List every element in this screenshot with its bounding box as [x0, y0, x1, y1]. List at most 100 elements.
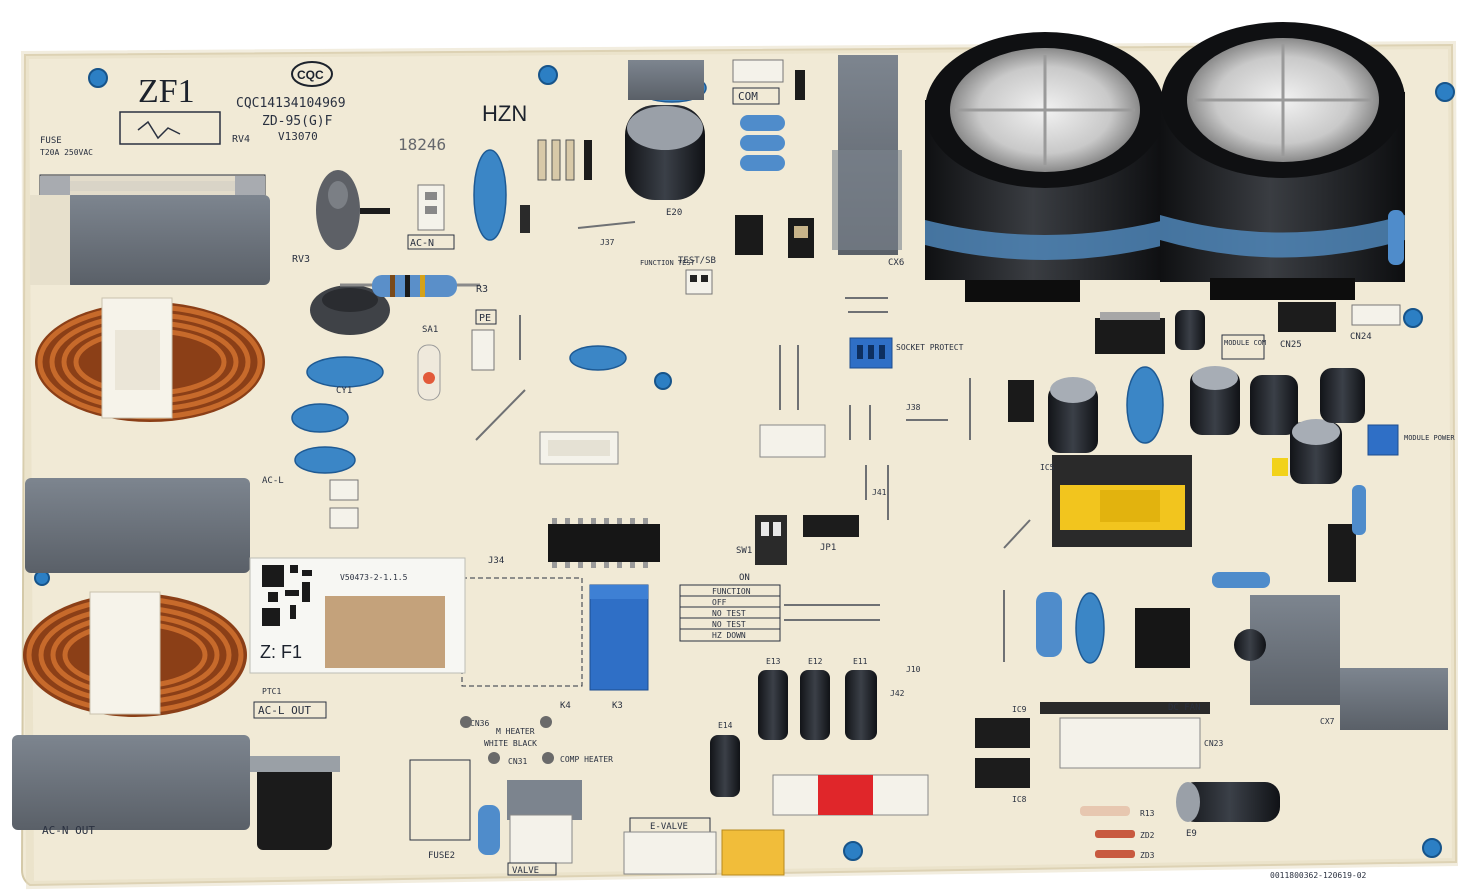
dc-fan-label: DC FAN: [1168, 703, 1201, 713]
pe-header: PE: [471, 309, 497, 371]
cn23-label: CN23: [1204, 739, 1223, 748]
resistor-vertical-r: [1352, 485, 1366, 535]
module-com-label: MODULE COM: [1224, 339, 1266, 347]
cqc-logo: CQC: [291, 61, 333, 87]
resistor-vertical-right: [1388, 210, 1404, 265]
ic9-ic8: IC9 IC8: [975, 705, 1030, 804]
cn25-label: CN25: [1280, 340, 1302, 350]
ptc1-label: PTC1: [262, 687, 281, 696]
sw1-label: SW1: [736, 546, 752, 556]
com-label: COM: [738, 90, 758, 103]
mounting-holes: [34, 65, 1455, 861]
cy1-label: CY1: [336, 386, 352, 396]
sticker-mark: Z: F1: [260, 642, 302, 662]
jp1-label: JP1: [820, 543, 836, 553]
x-capacitor-top: [30, 195, 270, 285]
function-table-title: FUNCTION: [712, 587, 751, 596]
socket-protect-label: SOCKET PROTECT: [896, 343, 964, 352]
e9-label: E9: [1186, 829, 1197, 839]
connector-j37: [759, 424, 826, 458]
varistor-rv3: [316, 170, 390, 250]
j38-label: J38: [906, 403, 921, 412]
dip-switch-sw1: SW1 ON: [736, 515, 787, 583]
ac-l-headers: AC-L: [262, 476, 359, 529]
bulk-capacitor-right: [1160, 22, 1405, 300]
capacitor-top-grey: [628, 60, 704, 100]
e14-label: E14: [718, 721, 733, 730]
ic-small-top: [735, 215, 814, 258]
ac-l-out-frame: [253, 701, 327, 719]
k3-label: K3: [612, 701, 623, 711]
ptc-block: [250, 756, 340, 850]
x-capacitor-middle: [25, 478, 250, 573]
ic-regulator: [1095, 318, 1165, 354]
function-row: NO TEST: [712, 620, 746, 629]
ic-small-left: [1008, 380, 1034, 422]
fuse-label: FUSE: [40, 136, 62, 146]
resistor-cluster-blue: [740, 70, 805, 171]
ac-n-label: AC-N: [410, 238, 434, 249]
ic5-label: IC5: [1040, 463, 1055, 472]
function-row: OFF: [712, 598, 727, 607]
ic-smps: [1135, 608, 1190, 668]
x-capacitor-bottom: [12, 735, 250, 830]
surge-arrester-sa1: [417, 344, 441, 401]
ac-l-label: AC-L: [262, 476, 284, 486]
electrolytic-e9: [1176, 782, 1280, 822]
r13-label: R13: [1140, 809, 1155, 818]
ac-n-out-label: AC-N OUT: [42, 824, 95, 837]
e20-label: E20: [666, 208, 682, 218]
valve-connector: VALVE: [507, 814, 573, 876]
cn24-header: CN24: [1350, 304, 1401, 342]
cn31-label: CN31: [508, 757, 527, 766]
e11-label: E11: [853, 657, 868, 666]
version-code: V13070: [278, 130, 318, 143]
e12-label: E12: [808, 657, 823, 666]
com-header: COM: [732, 59, 784, 105]
test-header: TEST/SB: [678, 256, 716, 295]
film-capacitor-cx6: [832, 55, 902, 255]
cn25-header: CN25 MODULE COM: [1221, 302, 1336, 360]
sticker-code: V50473-2-1.1.5: [340, 573, 408, 582]
j34-label: J34: [488, 556, 504, 566]
j42-label: J42: [890, 689, 905, 698]
fuse2-label: FUSE2: [428, 851, 455, 861]
common-mode-choke-top: [35, 297, 265, 422]
function-test-label: FUNCTION TEST: [640, 259, 696, 267]
label-sticker: V50473-2-1.1.5 Z: F1: [249, 557, 466, 674]
rv4-label: RV4: [232, 134, 250, 145]
footer-code: 0011800362-120619-02: [1270, 871, 1367, 880]
ac-n-header: AC-N: [407, 184, 455, 250]
smps-electrolytics: [1048, 310, 1365, 484]
zd2-label: ZD2: [1140, 831, 1155, 840]
maker-mark: HZN: [482, 101, 527, 126]
function-row: HZ DOWN: [712, 631, 746, 640]
cn23-socket-protect: SOCKET PROTECT: [849, 337, 964, 369]
electrolytic-row: [710, 670, 877, 797]
ac-l-out-label: AC-L OUT: [258, 704, 311, 717]
valve-label: VALVE: [512, 866, 539, 876]
model-mark: ZF1: [138, 73, 195, 110]
cert-code: CQC14134104969: [236, 96, 346, 111]
relay-k3: [589, 584, 649, 691]
terminal-pad: [488, 752, 500, 764]
e13-label: E13: [766, 657, 781, 666]
e-valve-label: E-VALVE: [650, 822, 688, 832]
silkscreen-traces: [475, 221, 1031, 662]
j10-label: J10: [906, 665, 921, 674]
fuse-block: FUSE T20A 250VAC: [39, 111, 266, 198]
bulk-capacitor-left: [925, 32, 1165, 302]
resistor-r3: [340, 275, 480, 297]
ic9-label: IC9: [1012, 705, 1027, 714]
electrolytic-e20: [625, 105, 705, 200]
function-table: FUNCTION OFF NO TEST NO TEST HZ DOWN: [679, 584, 781, 642]
terminal-pad: [540, 716, 552, 728]
ic8-label: IC8: [1012, 795, 1027, 804]
cx6-label: CX6: [888, 258, 904, 268]
zd3-label: ZD3: [1140, 851, 1155, 860]
rv3-label: RV3: [292, 254, 310, 265]
module-power-label: MODULE POWER: [1404, 434, 1455, 442]
cn24-label: CN24: [1350, 332, 1372, 342]
jumper-jp1: JP1: [803, 515, 859, 553]
